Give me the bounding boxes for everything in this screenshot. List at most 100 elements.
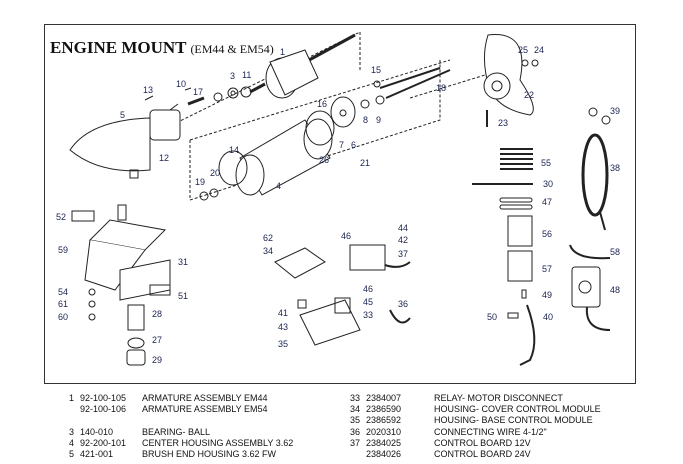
callout-46b: 46 — [363, 284, 374, 294]
callout-36: 36 — [398, 299, 409, 309]
part-code — [80, 415, 142, 426]
part-code: 2386592 — [366, 415, 402, 426]
callout-20: 20 — [210, 168, 221, 178]
part-description: BEARING- BALL — [142, 426, 211, 437]
part-number-index: 5 — [68, 448, 74, 459]
part-number-index: 1 — [68, 393, 74, 403]
part-code: 2020310 — [366, 426, 402, 437]
callout-52: 52 — [56, 212, 67, 222]
callout-15: 15 — [371, 65, 382, 75]
mount-bracket — [84, 204, 171, 301]
part-number-index: 35 — [349, 415, 360, 426]
callout-28: 28 — [152, 309, 163, 319]
callout-35: 35 — [278, 339, 289, 349]
callout-47: 47 — [542, 197, 553, 207]
title-main: ENGINE MOUNT — [50, 38, 187, 57]
callout-21: 21 — [360, 158, 371, 168]
part-code: 2384025 — [366, 437, 402, 448]
callout-59: 59 — [58, 245, 69, 255]
callout-40: 40 — [543, 312, 554, 322]
part-description: HOUSING- BASE CONTROL MODULE — [434, 415, 593, 426]
part-number-index: 34 — [349, 404, 360, 415]
parts-row: 37 2384025 CONTROL BOARD 12V — [338, 438, 601, 449]
callout-24: 24 — [534, 45, 545, 55]
part-description: CENTER HOUSING ASSEMBLY 3.62 — [142, 437, 294, 448]
part-code: 2384007 — [366, 393, 402, 403]
part-description: CONNECTING WIRE 4-1/2" — [434, 426, 547, 437]
callout-19: 19 — [195, 177, 206, 187]
parts-row: 5 421-001 BRUSH END HOUSING 3.62 FW — [52, 449, 293, 460]
cable-ties — [472, 148, 533, 185]
callout-29: 29 — [152, 355, 163, 365]
callout-22: 22 — [524, 90, 535, 100]
callout-8: 8 — [363, 115, 369, 125]
callout-3: 3 — [230, 71, 236, 81]
part-description: ARMATURE ASSEMBLY EM54 — [142, 404, 268, 415]
part-description: CONTROL BOARD 12V — [434, 437, 531, 448]
part-code: 421-001 — [80, 448, 114, 459]
parts-row: 1 92-100-105 ARMATURE ASSEMBLY EM44 — [52, 393, 293, 404]
part-description: CONTROL BOARD 24V — [434, 448, 531, 459]
callout-25: 25 — [518, 45, 529, 55]
parts-row: 35 2386592 HOUSING- BASE CONTROL MODULE — [338, 415, 601, 426]
callout-33: 33 — [363, 310, 374, 320]
callout-45: 45 — [363, 297, 374, 307]
callout-18: 18 — [436, 83, 447, 93]
callout-55: 55 — [541, 158, 552, 168]
parts-row: 36 2020310 CONNECTING WIRE 4-1/2" — [338, 427, 601, 438]
callout-51: 51 — [178, 291, 189, 301]
part-number-index — [52, 415, 80, 426]
part-code: 92-200-101 — [80, 437, 127, 448]
part-description: HOUSING- COVER CONTROL MODULE — [434, 404, 601, 415]
part-description: ARMATURE ASSEMBLY EM44 — [142, 393, 268, 403]
callout-62: 62 — [263, 233, 274, 243]
callout-1: 1 — [280, 47, 286, 57]
part-number-index: 4 — [68, 437, 74, 448]
part-number-index: 3 — [68, 426, 74, 437]
control-module — [274, 244, 386, 346]
part-number-index: 37 — [349, 437, 360, 448]
part-number-index — [338, 449, 366, 460]
callout-44: 44 — [398, 223, 409, 233]
callout-34: 34 — [263, 246, 274, 256]
parts-row — [52, 415, 293, 426]
parts-list-left: 1 92-100-105 ARMATURE ASSEMBLY EM44 92-100… — [52, 393, 293, 460]
part-code: 92-100-105 — [80, 393, 127, 403]
callout-60: 60 — [58, 312, 69, 322]
callout-38: 38 — [610, 163, 621, 173]
part-number-index: 33 — [349, 393, 360, 403]
callout-23: 23 — [498, 118, 509, 128]
callout-48: 48 — [610, 285, 621, 295]
part-number-index — [52, 404, 80, 415]
callout-31: 31 — [178, 257, 189, 267]
parts-row: 4 92-200-101 CENTER HOUSING ASSEMBLY 3.62 — [52, 438, 293, 449]
part-code: 2386590 — [366, 404, 402, 415]
callout-4: 4 — [276, 181, 282, 191]
part-description: BRUSH END HOUSING 3.62 FW — [142, 448, 277, 459]
callout-58: 58 — [610, 247, 621, 257]
callout-14: 14 — [229, 145, 240, 155]
callout-12: 12 — [159, 153, 170, 163]
part-number-index: 36 — [349, 426, 360, 437]
callout-57: 57 — [542, 264, 553, 274]
armature — [249, 33, 356, 99]
callout-6: 6 — [351, 140, 357, 150]
callout-43: 43 — [278, 322, 289, 332]
callout-56: 56 — [542, 229, 553, 239]
part-code: 2384026 — [366, 448, 402, 459]
center-housing — [235, 118, 333, 196]
propeller — [483, 34, 534, 116]
callout-7: 7 — [339, 140, 345, 150]
parts-row: 34 2386590 HOUSING- COVER CONTROL MODULE — [338, 404, 601, 415]
title-sub: (EM44 & EM54) — [190, 42, 274, 56]
callout-42: 42 — [398, 235, 409, 245]
callout-61: 61 — [58, 299, 69, 309]
callout-30: 30 — [543, 179, 554, 189]
callout-17: 17 — [193, 87, 204, 97]
callout-5: 5 — [120, 110, 126, 120]
callout-50: 50 — [487, 312, 498, 322]
